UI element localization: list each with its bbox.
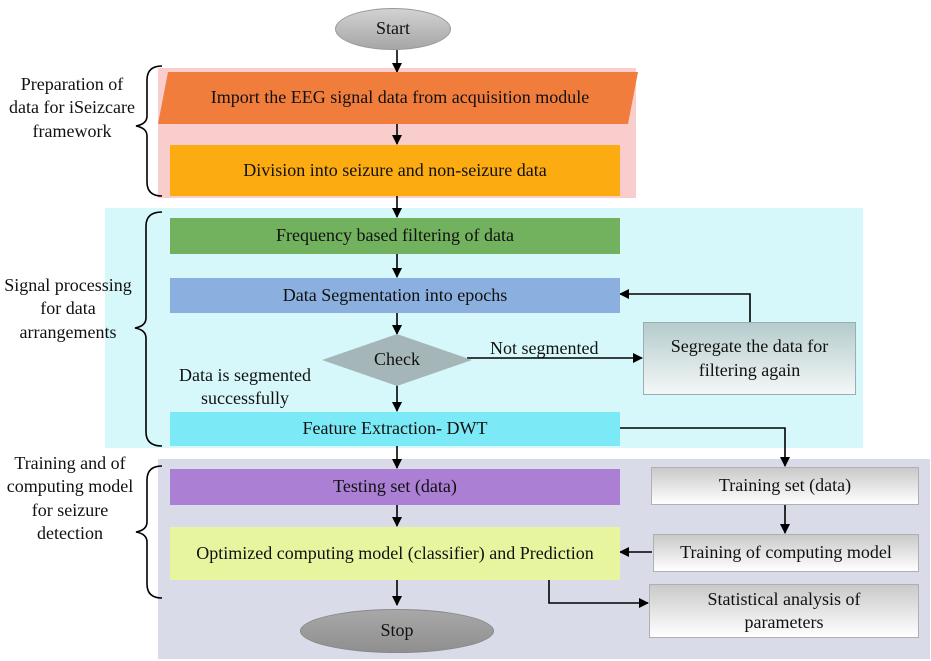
training-model-label: Training of computing model bbox=[680, 542, 892, 563]
division-label: Division into seizure and non-seizure da… bbox=[243, 159, 547, 180]
stage-preparation-label: Preparation of data for iSeizcare framew… bbox=[9, 74, 135, 141]
import-shape bbox=[158, 72, 638, 124]
segmentation-label: Data Segmentation into epochs bbox=[282, 284, 508, 305]
import-label: Import the EEG signal data from acquisit… bbox=[210, 87, 590, 108]
bracket-training bbox=[135, 465, 163, 599]
stop-terminal: Stop bbox=[300, 609, 494, 653]
segregate-label: Segregate the data for filtering again bbox=[670, 336, 829, 380]
filtering-step: Frequency based filtering of data bbox=[170, 218, 620, 254]
feature-label: Feature Extraction- DWT bbox=[302, 418, 488, 439]
not-segmented-label: Not segmented bbox=[490, 338, 599, 358]
stage-training-label: Training and of computing model for seiz… bbox=[6, 453, 134, 544]
bracket-signal bbox=[134, 211, 163, 447]
training-model-step: Training of computing model bbox=[653, 534, 919, 572]
statistical-step: Statistical analysis of parameters bbox=[649, 584, 919, 638]
check-shape bbox=[322, 334, 472, 386]
optimized-step: Optimized computing model (classifier) a… bbox=[170, 527, 620, 580]
testing-step: Testing set (data) bbox=[170, 469, 620, 505]
segmented-successfully-label: Data is segmented successfully bbox=[179, 365, 311, 409]
arrow-optimized-statistical bbox=[548, 580, 649, 608]
training-set-step: Training set (data) bbox=[651, 467, 919, 505]
segregate-step: Segregate the data for filtering again bbox=[643, 322, 856, 395]
testing-label: Testing set (data) bbox=[333, 476, 457, 497]
statistical-label: Statistical analysis of parameters bbox=[707, 588, 861, 632]
bracket-preparation bbox=[135, 65, 163, 197]
training-set-label: Training set (data) bbox=[718, 475, 852, 496]
start-terminal: Start bbox=[335, 8, 451, 50]
feature-step: Feature Extraction- DWT bbox=[170, 412, 620, 446]
stop-label: Stop bbox=[380, 620, 414, 641]
start-label: Start bbox=[376, 18, 410, 39]
import-step: Import the EEG signal data from acquisit… bbox=[190, 72, 610, 124]
filtering-label: Frequency based filtering of data bbox=[276, 225, 514, 246]
arrow-feature-training-set bbox=[620, 427, 790, 467]
arrow-segregate-segmentation bbox=[619, 289, 751, 322]
optimized-label: Optimized computing model (classifier) a… bbox=[196, 542, 594, 563]
check-decision: Check bbox=[322, 334, 472, 386]
segmentation-step: Data Segmentation into epochs bbox=[170, 278, 620, 313]
division-step: Division into seizure and non-seizure da… bbox=[170, 145, 620, 196]
check-label: Check bbox=[374, 349, 420, 370]
stage-signal-label: Signal processing for data arrangements bbox=[4, 275, 132, 342]
